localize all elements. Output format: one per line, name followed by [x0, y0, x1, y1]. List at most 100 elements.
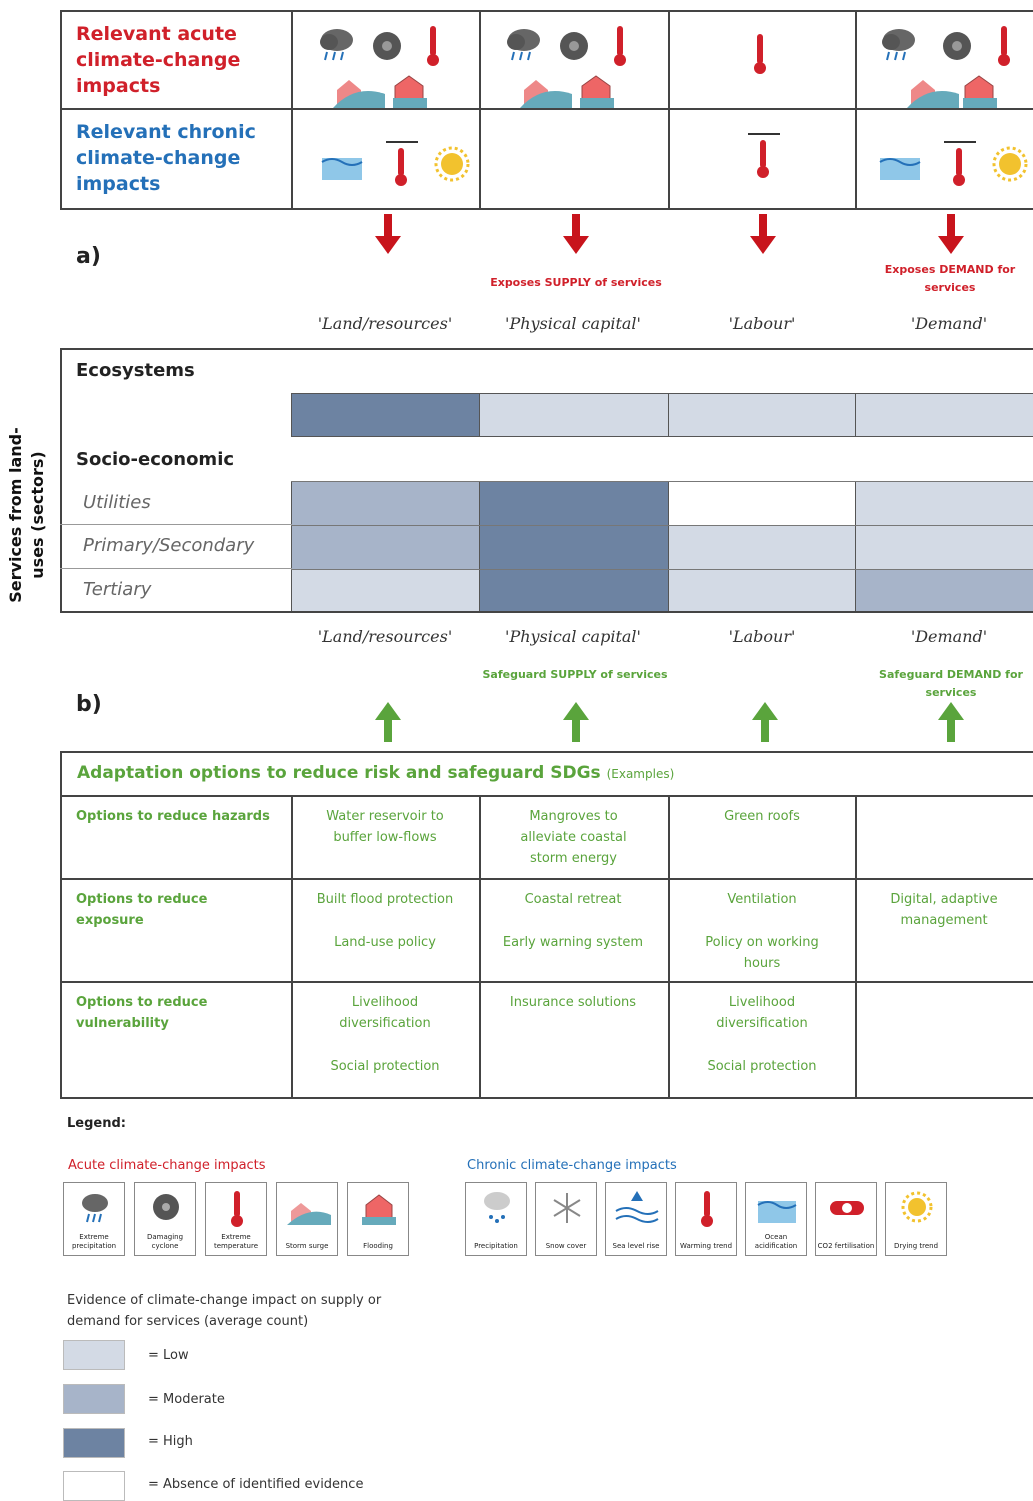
legend-icon-box: Storm surge [276, 1182, 338, 1256]
legend-icon-label: Precipitation [474, 1242, 518, 1250]
evidence-cell [479, 481, 668, 525]
col-label-labour: 'Labour' [728, 314, 796, 333]
sector-primary-secondary: Primary/Secondary [83, 535, 255, 556]
legend-icon-label: Snow cover [545, 1242, 587, 1250]
legend-icon-label: Sea level rise [612, 1242, 660, 1250]
ocean-acidification-icon [879, 158, 921, 180]
option-cell: Land-use policy [334, 935, 436, 950]
evidence-cell [291, 525, 479, 569]
precipitation-icon [484, 1192, 510, 1223]
option-cell: Livelihood diversification [716, 995, 808, 1031]
panel-b-letter: b) [76, 692, 102, 717]
col-label-labour-b: 'Labour' [728, 627, 796, 646]
adaptation-title: Adaptation options to reduce risk and sa… [77, 763, 674, 783]
legend-evidence-title: Evidence of climate-change impact on sup… [67, 1293, 382, 1329]
extreme-precipitation-icon [507, 29, 540, 61]
col-label-demand: 'Demand' [910, 314, 988, 333]
legend-icon-box: CO2 fertilisation [815, 1182, 877, 1256]
legend-icon-box: Sea level rise [605, 1182, 667, 1256]
matrix-row-divider [291, 481, 1033, 482]
storm-surge-icon [520, 80, 572, 108]
evidence-cell [855, 525, 1033, 569]
evidence-cell [291, 481, 479, 525]
option-cell: Social protection [330, 1059, 440, 1074]
option-cell: Digital, adaptive management [890, 892, 998, 928]
evidence-cell [668, 525, 855, 569]
swatch-high-label: = High [148, 1434, 193, 1449]
snow-cover-icon [553, 1193, 581, 1223]
chronic-icons-col4 [879, 141, 1028, 186]
legend-icon-box: Drying trend [885, 1182, 947, 1256]
row-label-vulnerability: Options to reduce vulnerability [76, 995, 208, 1031]
legend-icon-box: Flooding [347, 1182, 409, 1256]
option-cell: Livelihood diversification [339, 995, 431, 1031]
acute-impacts-label: Relevant acute climate-change impacts [76, 23, 241, 97]
acute-icons-col4 [882, 26, 1010, 108]
green-arrow-up-icon [375, 702, 401, 742]
col-label-land: 'Land/resources' [317, 314, 453, 333]
evidence-cell [855, 393, 1033, 437]
col-label-demand-b: 'Demand' [910, 627, 988, 646]
storm-surge-icon [333, 80, 385, 108]
extreme-temperature-icon [231, 1191, 243, 1227]
legend-title: Legend: [67, 1116, 126, 1131]
swatch-low-label: = Low [148, 1348, 189, 1363]
extreme-precipitation-icon [320, 29, 353, 61]
warming-trend-icon [386, 141, 418, 186]
evidence-cell [479, 569, 668, 611]
legend-icon-label: Damaging cyclone [146, 1233, 184, 1250]
green-arrow-up-icon [752, 702, 778, 742]
extreme-temperature-icon [427, 26, 439, 66]
sector-tertiary: Tertiary [83, 579, 152, 600]
extreme-temperature-icon [614, 26, 626, 66]
drying-trend-icon [434, 146, 470, 182]
option-cell: Green roofs [724, 809, 800, 824]
extreme-temperature-icon [998, 26, 1010, 66]
legend-acute-title: Acute climate-change impacts [68, 1158, 266, 1173]
sector-ecosystems: Ecosystems [76, 360, 195, 381]
legend-icon-label: Drying trend [893, 1242, 939, 1250]
flooding-icon [393, 75, 427, 108]
option-cell: Early warning system [502, 935, 644, 950]
green-arrow-up-icon [938, 702, 964, 742]
legend-icon-label: Extreme temperature [214, 1233, 258, 1250]
chronic-icons-col3 [748, 133, 780, 178]
swatch-absence [63, 1471, 125, 1501]
evidence-cell [668, 569, 855, 611]
ocean-acidification-icon [321, 158, 363, 180]
panel-a-letter: a) [76, 244, 101, 269]
col-label-physical: 'Physical capital' [505, 314, 641, 333]
legend-chronic-title: Chronic climate-change impacts [467, 1158, 677, 1173]
warming-trend-icon [944, 141, 976, 186]
red-arrow-down-icon [750, 214, 776, 254]
legend-icon-box: Ocean acidification [745, 1182, 807, 1256]
option-cell: Mangroves to alleviate coastal storm ene… [520, 809, 627, 866]
evidence-cell [855, 481, 1033, 525]
extreme-temperature-icon [754, 34, 766, 74]
legend-icon-label: Ocean acidification [754, 1233, 798, 1250]
services-side-label: Services from land-uses (sectors) [6, 427, 47, 603]
option-cell: Policy on working hours [705, 935, 819, 971]
legend-icon-label: Warming trend [679, 1242, 733, 1250]
legend-icon-label: Storm surge [285, 1242, 329, 1250]
extreme-precipitation-icon [882, 29, 915, 61]
legend-icon-label: CO2 fertilisation [817, 1242, 875, 1250]
chronic-icons-col1 [321, 141, 470, 186]
sector-utilities: Utilities [83, 492, 151, 513]
swatch-moderate [63, 1384, 125, 1414]
ocean-acidification-icon [757, 1201, 797, 1223]
flooding-icon [362, 1194, 396, 1225]
swatch-moderate-label: = Moderate [148, 1392, 225, 1407]
exposes-supply-note: Exposes SUPPLY of services [490, 276, 662, 289]
legend-icon-label: Flooding [363, 1242, 393, 1250]
option-cell: Insurance solutions [509, 995, 637, 1010]
drying-trend-icon [992, 146, 1028, 182]
legend-icon-label: Extreme precipitation [71, 1233, 117, 1250]
red-arrow-down-icon [938, 214, 964, 254]
swatch-absence-label: = Absence of identified evidence [148, 1477, 364, 1492]
matrix-row-divider [291, 525, 1033, 526]
exposes-demand-note: Exposes DEMAND for services [884, 263, 1016, 294]
red-arrow-down-icon [375, 214, 401, 254]
evidence-cell [291, 393, 479, 437]
row-label-hazards: Options to reduce hazards [76, 809, 270, 824]
